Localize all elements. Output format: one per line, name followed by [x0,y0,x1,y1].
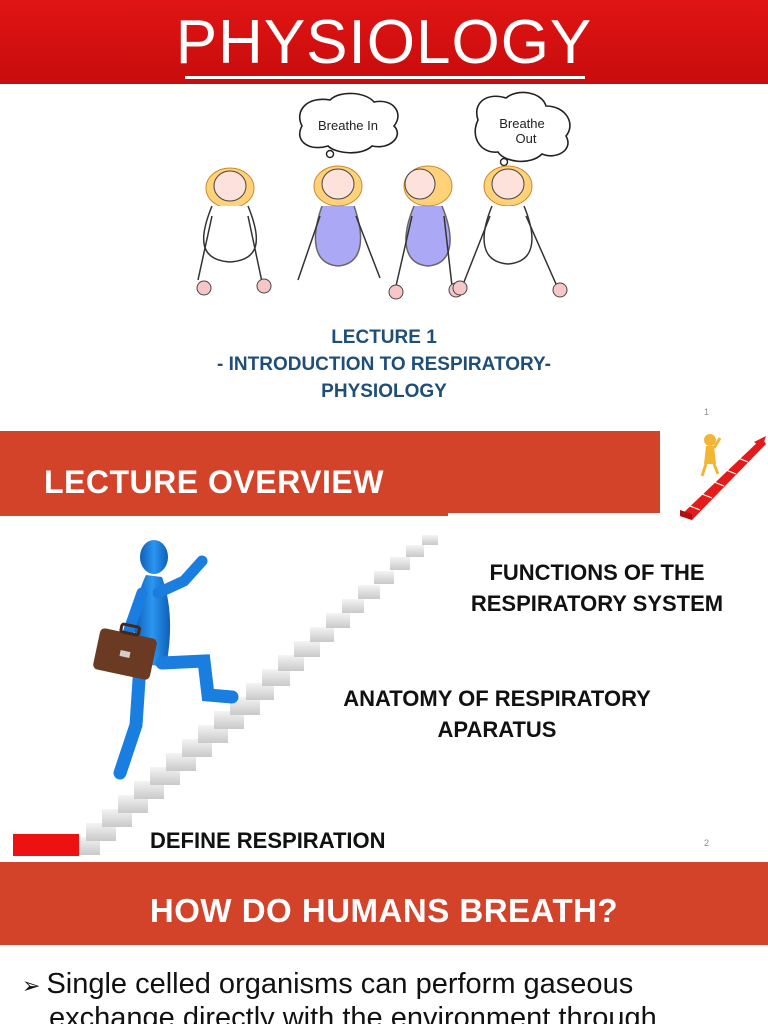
breath-title: HOW DO HUMANS BREATH? [149,892,619,929]
bullet-line-1-text: Single celled organisms can perform gase… [46,968,634,1000]
cartoon-figure-2 [297,165,381,281]
bullet-line-2: exchange directly with the environment t… [49,1002,657,1024]
overview-item-2-line-2: APARATUS [437,717,557,742]
thought-bubble-breathe-out: Breathe Out [474,91,571,167]
subtitle-line-2: - INTRODUCTION TO RESPIRATORY- [217,354,551,375]
slide-1: PHYSIOLOGY Breathe In Breathe Out [0,0,768,428]
slide-title: PHYSIOLOGY [175,8,593,77]
svg-text:Breathe In: Breathe In [318,118,378,133]
lecture-subtitle: LECTURE 1 - INTRODUCTION TO RESPIRATORY-… [0,324,768,405]
overview-item-1-line-1: FUNCTIONS OF THE [489,560,705,585]
breath-banner [0,862,768,945]
red-staircase-icon [680,434,766,520]
bullet-paragraph: ➢Single celled organisms can perform gas… [22,968,762,1024]
white-staircase [70,535,438,855]
title-banner [0,0,768,84]
page-number-1: 1 [704,407,710,417]
overview-item-anatomy: ANATOMY OF RESPIRATORY APARATUS [300,683,694,745]
bullet-line-1: ➢Single celled organisms can perform gas… [22,968,762,1002]
slide-3: HOW DO HUMANS BREATH? ➢Single celled org… [0,862,768,1024]
subtitle-line-1: LECTURE 1 [331,327,437,348]
arrow-bullet-icon: ➢ [22,973,41,998]
overview-underline [0,513,448,516]
cartoon-figure-4 [452,165,568,298]
page-number-2: 2 [704,838,710,848]
breathing-cartoon-illustration: Breathe In Breathe Out [196,91,571,300]
cartoon-figure-1 [196,167,272,296]
briefcase-icon [93,622,157,680]
overview-title: LECTURE OVERVIEW [44,464,384,500]
svg-text:Breathe: Breathe [499,116,545,131]
title-underline [185,76,585,79]
blue-man-climbing-stairs-illustration [70,535,438,855]
thought-bubble-breathe-in: Breathe In [299,92,399,159]
overview-item-functions: FUNCTIONS OF THE RESPIRATORY SYSTEM [442,557,752,619]
subtitle-line-3: PHYSIOLOGY [321,381,447,402]
overview-item-2-line-1: ANATOMY OF RESPIRATORY [343,686,651,711]
overview-item-define-respiration: DEFINE RESPIRATION [150,828,386,853]
svg-text:Out: Out [516,131,537,146]
red-accent-block [13,834,79,856]
slide-2: LECTURE OVERVIEW [0,430,768,860]
cartoon-figure-3 [388,165,464,300]
overview-item-1-line-2: RESPIRATORY SYSTEM [470,591,724,616]
overview-banner [0,431,660,513]
